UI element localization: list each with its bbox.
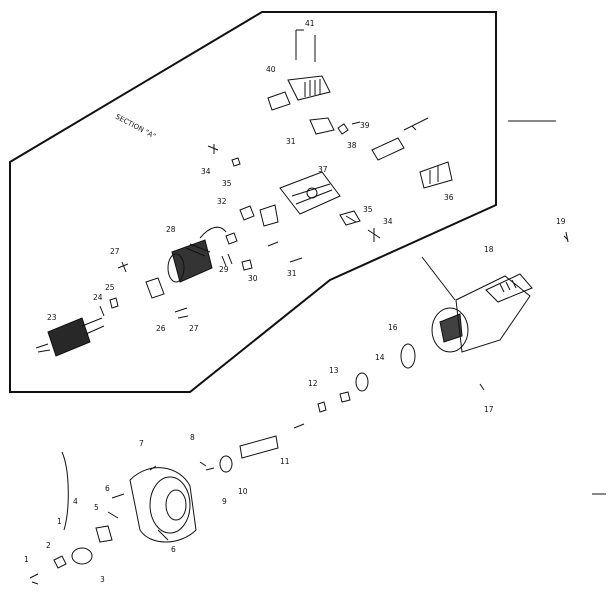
label-6b: 6 [171,545,176,554]
part-19 [563,231,569,243]
label-31b: 31 [287,269,297,278]
label-14: 14 [375,353,385,362]
part-28-motor [167,226,227,283]
label-19: 19 [556,217,566,226]
label-29: 29 [219,265,229,274]
part-12-13-14 [317,372,369,413]
label-35b: 35 [363,205,373,214]
label-25: 25 [105,283,115,292]
label-16: 16 [388,323,398,332]
label-34a: 34 [201,167,211,176]
part-10-11-shaft [205,423,305,473]
part-37-assembly [259,171,361,227]
part-36 [419,161,453,189]
label-5: 5 [94,503,99,512]
part-18-housing [431,273,533,353]
part-6-7-8-gear-housing [129,461,207,543]
label-37: 37 [318,165,328,174]
label-27b: 27 [189,324,199,333]
part-1-5-handle-assembly [29,451,125,585]
label-9: 9 [222,497,227,506]
label-32: 32 [217,197,227,206]
label-10: 10 [238,487,248,496]
label-23: 23 [47,313,57,322]
label-12: 12 [308,379,318,388]
section-a-outline [9,11,497,393]
label-40: 40 [266,65,276,74]
label-2: 2 [46,541,51,550]
part-16-washer [400,343,416,369]
label-36: 36 [444,193,454,202]
part-23-armature [35,317,105,357]
part-29-30-31 [221,241,303,271]
label-11: 11 [280,457,290,466]
label-3: 3 [100,575,105,584]
label-4: 4 [73,497,78,506]
section-leader-line [421,256,456,301]
label-41: 41 [305,19,315,28]
section-a-label: SECTION "A" [114,113,157,141]
label-39: 39 [360,121,370,130]
label-1b: 1 [24,555,29,564]
label-6: 6 [105,484,110,493]
label-7: 7 [139,439,144,448]
part-41-bracket [295,29,316,62]
part-17 [479,383,485,391]
label-27a: 27 [110,247,120,256]
part-38-39-assembly [309,117,429,161]
label-30: 30 [248,274,258,283]
part-34-35-items [207,144,381,242]
label-28: 28 [166,225,176,234]
label-8: 8 [190,433,195,442]
part-40-cover [267,75,331,111]
label-31a: 31 [286,137,296,146]
part-32 [225,205,255,245]
label-1: 1 [57,517,62,526]
part-24-27-small-parts [99,261,189,319]
label-35a: 35 [222,179,232,188]
label-18: 18 [484,245,494,254]
label-13: 13 [329,366,339,375]
label-24: 24 [93,293,103,302]
label-38: 38 [347,141,357,150]
label-17: 17 [484,405,494,414]
label-26: 26 [156,324,166,333]
label-34b: 34 [383,217,393,226]
